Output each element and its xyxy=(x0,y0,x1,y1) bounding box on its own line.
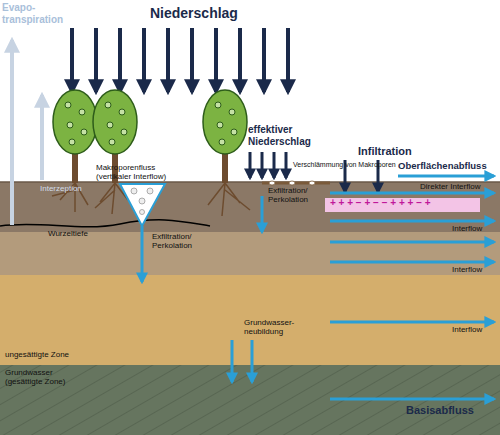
diagram-label: Interflow xyxy=(452,224,500,233)
diagram-label: Interzeption xyxy=(40,184,110,193)
diagram-label: Grundwasser (gesättigte Zone) xyxy=(5,368,90,386)
recharge-arrow xyxy=(251,340,254,382)
diagram-label: Niederschlag xyxy=(150,5,280,21)
diagram-label: Interflow xyxy=(452,325,500,334)
crust-pores xyxy=(269,181,315,185)
percolation-arrow xyxy=(141,226,144,282)
groundwater-layer xyxy=(0,365,500,435)
macropore-bubbles xyxy=(131,188,153,215)
diagram-label: ungesättigte Zone xyxy=(5,350,105,359)
diagram-label: Grundwasser- neubildung xyxy=(244,318,309,336)
evapotranspiration-arrow xyxy=(40,95,44,180)
tree xyxy=(203,90,250,216)
tree xyxy=(52,90,97,212)
unsaturated-layer xyxy=(0,275,500,365)
percolation-arrow xyxy=(261,196,264,232)
lateral-flow-arrows xyxy=(330,176,494,399)
diagram-label: Verschlämmung von Makroporen xyxy=(293,161,403,169)
diagram-label: Evapo- transpiration xyxy=(2,2,74,25)
macropore-funnel xyxy=(120,184,165,226)
diagram-label: Wurzeltiefe xyxy=(48,229,108,238)
diagram-label: effektiver Niederschlag xyxy=(248,124,314,147)
diagram-label: Direkter Interflow xyxy=(420,182,500,191)
crust-line xyxy=(262,182,330,185)
topsoil-layer xyxy=(0,182,500,232)
diagram-label: Oberflächenabfluss xyxy=(398,161,500,172)
diagram-label: Exfiltration/ Perkolation xyxy=(268,186,323,204)
recharge-arrow xyxy=(231,340,234,382)
subsoil-layer xyxy=(0,232,500,275)
evapotranspiration-arrow xyxy=(10,40,14,225)
diagram-label: Makroporenfluss (vertikaler Interflow) xyxy=(96,163,191,181)
root-depth-line xyxy=(0,220,210,227)
diagram-label: Infiltration xyxy=(358,145,438,158)
diagram-label: + + + − + − − + + + − + xyxy=(330,197,485,209)
precipitation-arrows xyxy=(72,28,288,92)
diagram-label: Exfiltration/ Perkolation xyxy=(152,232,207,250)
diagram-label: Basisabfluss xyxy=(406,404,498,417)
diagram-label: Interflow xyxy=(452,265,500,274)
effective-precipitation-arrows xyxy=(250,152,286,178)
